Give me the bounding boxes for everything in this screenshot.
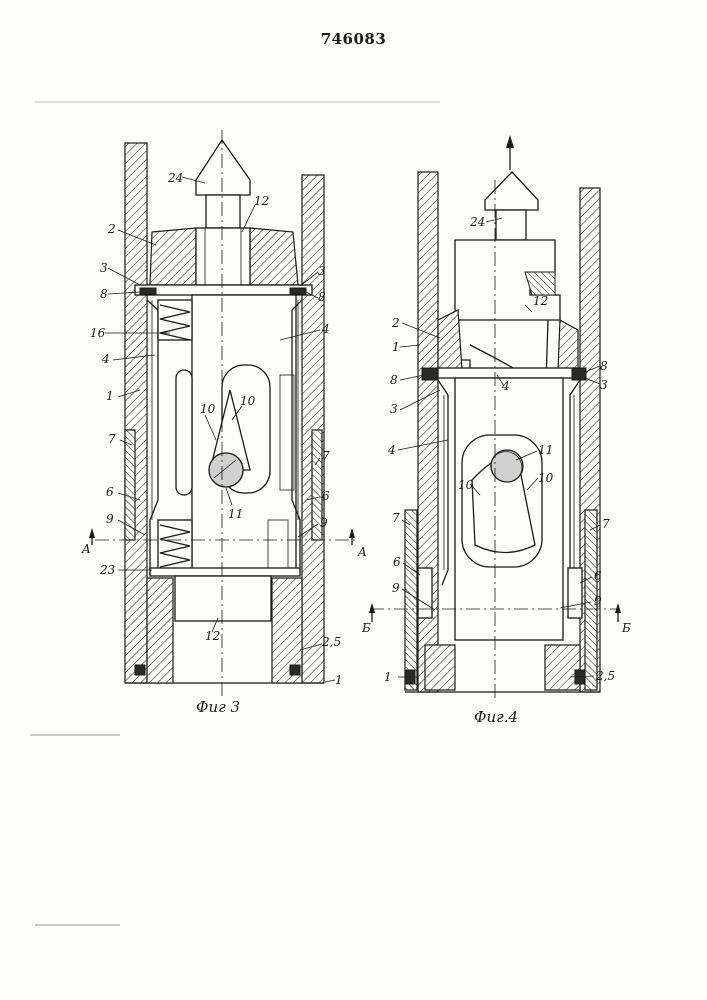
fig3-nut-center: [196, 228, 250, 285]
fig4-label-7-right: 7: [602, 517, 610, 531]
fig3-lower-spring: [158, 520, 192, 570]
fig3-label-3-right: 3: [318, 264, 326, 278]
fig3-label-7-left: 7: [108, 432, 116, 446]
fig4-stem: [496, 210, 526, 240]
fig4-label-6-right: 6: [594, 569, 602, 583]
fig4-label-10-right: 10: [538, 471, 554, 485]
fig4-label-8-left: 8: [390, 373, 398, 387]
fig4-wedge-left: [438, 310, 462, 370]
fig4-label-1-bottom: 1: [384, 670, 392, 684]
fig3-label-2: 2: [107, 222, 116, 236]
fig4-flange: [438, 368, 580, 378]
fig3-housing-left-wall: [125, 143, 147, 683]
fig4-label-8-right: 8: [600, 359, 608, 373]
fig3-label-1-bottom: 1: [335, 673, 343, 687]
fig4-label-9-left: 9: [392, 581, 400, 595]
fig3-piston: [175, 576, 271, 621]
fig3-stem: [206, 195, 240, 228]
fig3-label-10-a: 10: [200, 402, 216, 416]
fig3-label-24: 24: [167, 171, 183, 185]
fig3-housing-right-wall: [302, 175, 324, 683]
fig4-cone-head: [485, 172, 538, 210]
fig3-label-6-right: 6: [322, 489, 330, 503]
fig3-label-12-top: 12: [254, 194, 269, 208]
fig4-wedge-right: [558, 320, 578, 370]
fig3-label-3-left: 3: [100, 261, 108, 275]
fig3-label-10-b: 10: [240, 394, 256, 408]
fig3-nut-right: [250, 228, 298, 285]
fig3-section-label-left: A: [81, 542, 91, 556]
fig3-caption: Фиг 3: [196, 698, 240, 716]
fig3-label-11: 11: [228, 507, 243, 521]
fig3-cone-head: [196, 140, 250, 195]
fig4-section-label-left: Б: [361, 621, 371, 635]
fig4-label-24: 24: [469, 215, 485, 229]
fig3-label-9-right: 9: [320, 516, 328, 530]
fig3-nut-left: [150, 228, 196, 285]
fig3-label-2-5: 2,5: [321, 635, 341, 649]
fig4-label-1-left: 1: [392, 340, 400, 354]
fig3-label-23: 23: [99, 563, 116, 577]
fig3-label-6-left: 6: [106, 485, 114, 499]
fig4-lower-tube-left: [425, 645, 455, 690]
fig3-lower-tube-left: [147, 578, 173, 683]
fig4-caption: Фиг.4: [474, 708, 518, 726]
fig4-label-9-right: 9: [594, 594, 602, 608]
fig3-label-7-right: 7: [322, 449, 330, 463]
figure-4: 24 12 2 1 4 8 8 3 3 4 11 10 10 7 7 6 6 9…: [361, 135, 631, 726]
fig3-label-1-left: 1: [106, 389, 114, 403]
fig4-label-10-left: 10: [458, 478, 474, 492]
fig4-section-label-right: Б: [621, 621, 631, 635]
fig4-label-4-left: 4: [387, 443, 396, 457]
fig3-label-8-right: 8: [318, 290, 326, 304]
fig3-lower-flange: [150, 568, 300, 576]
fig3-sleeve-left: [125, 430, 135, 540]
fig3-window-left: [176, 370, 192, 495]
fig3-upper-spring: [158, 300, 192, 340]
fig4-sleeve-left: [405, 510, 417, 690]
fig4-label-2-5: 2,5: [595, 669, 615, 683]
fig3-upper-flange: [135, 285, 312, 295]
figure-3: 24 12 2 3 3 8 8 16 4 4 1 10 10 7 7 6 6 1…: [81, 130, 367, 716]
fig4-label-2: 2: [391, 316, 400, 330]
fig4-label-3-left: 3: [390, 402, 398, 416]
fig3-section-label-right: A: [357, 545, 367, 559]
fig3-label-12-bottom: 12: [205, 629, 220, 643]
fig3-label-16: 16: [90, 326, 106, 340]
fig3-label-9-left: 9: [106, 512, 114, 526]
fig3-label-8-left: 8: [100, 287, 108, 301]
fig4-label-7-left: 7: [392, 511, 400, 525]
fig4-label-6-left: 6: [393, 555, 401, 569]
fig4-label-4-center: 4: [501, 379, 510, 393]
fig4-label-3-right: 3: [600, 378, 608, 392]
fig4-label-12: 12: [533, 294, 548, 308]
fig3-label-4-right: 4: [321, 322, 330, 336]
fig4-label-11: 11: [538, 443, 553, 457]
fig3-label-4-left: 4: [101, 352, 110, 366]
